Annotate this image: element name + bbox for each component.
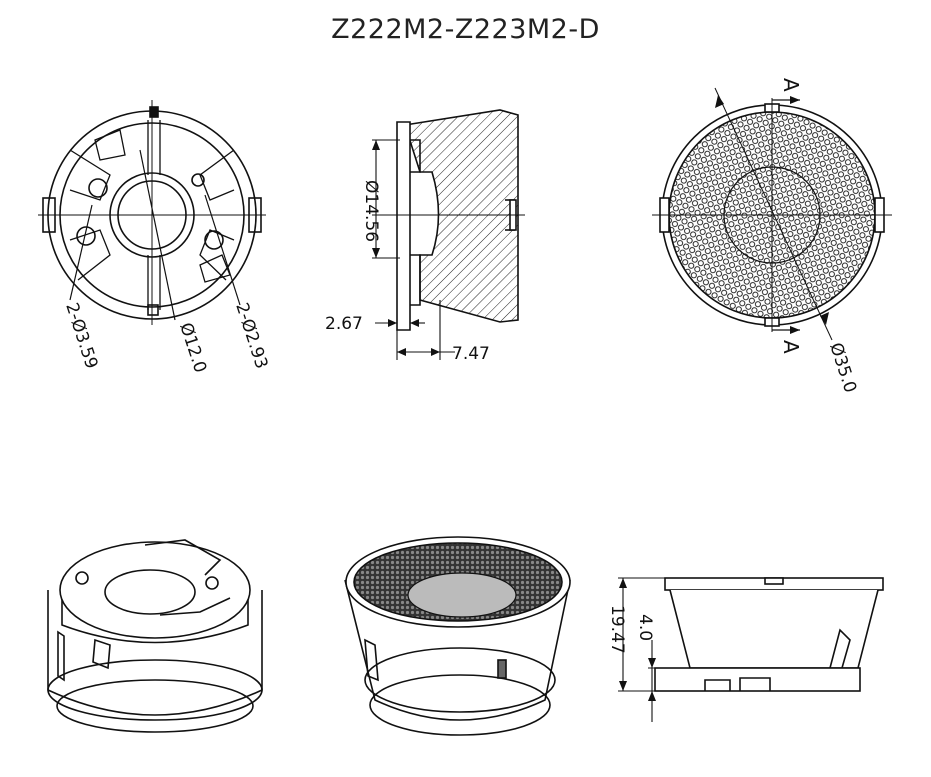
side-view-base (654, 667, 861, 692)
top-view-hole-3 (204, 230, 224, 250)
lens-face-centerlines (652, 87, 892, 341)
iso-back-rib-2 (159, 597, 231, 616)
section-view-step-bottom (410, 254, 421, 306)
dim-outer-diameter: Ø35.0 (825, 340, 860, 395)
side-view-clip (829, 628, 851, 669)
lens-face-view (652, 87, 892, 341)
dim-depth: 7.47 (452, 344, 490, 364)
dim-flange-thickness: 2.67 (325, 314, 363, 334)
top-view (38, 100, 266, 325)
section-mark-top: A (779, 78, 803, 92)
iso-back-center-bore (104, 569, 196, 615)
dim-total-height: 19.47 (607, 605, 627, 654)
side-view-arrows (619, 578, 656, 701)
side-view-top-notch (764, 577, 784, 585)
section-view (372, 109, 525, 360)
side-view-dimlines (618, 577, 665, 722)
section-view-flange (396, 121, 411, 331)
section-view-arrows (372, 140, 440, 356)
section-view-lens-body (403, 109, 519, 323)
iso-back-hole-1 (75, 571, 89, 585)
top-view-centerlines (38, 100, 266, 325)
iso-back-rib-1 (144, 539, 222, 576)
top-view-ribs (69, 120, 235, 310)
iso-front-side-slot (364, 638, 379, 682)
dim-center-bore: Ø12.0 (175, 320, 210, 375)
dim-holes-small: 2-Ø3.59 (61, 300, 101, 371)
dim-inner-diameter: Ø14.56 (361, 180, 381, 242)
iso-back-bottom-edge (56, 679, 254, 733)
iso-back-hole-2 (205, 576, 219, 590)
side-view-base-slot-2 (739, 677, 771, 691)
section-view-step-top (410, 139, 421, 173)
top-view-hole-1 (88, 178, 108, 198)
iso-front-grip-marks (497, 659, 507, 679)
top-view-hole-2 (76, 226, 96, 246)
iso-back-window (92, 638, 111, 670)
side-view-lens-body (669, 589, 879, 669)
iso-front-base-step (364, 647, 556, 713)
iso-front-base-ring (369, 674, 551, 736)
iso-back-side-slot (57, 630, 65, 682)
side-view (618, 577, 884, 722)
top-view-hole-4 (191, 173, 205, 187)
iso-back-upper-band (61, 590, 249, 644)
dim-holes-large: 2-Ø2.93 (231, 300, 271, 371)
side-view-base-slot-1 (704, 679, 731, 691)
iso-back-view (47, 539, 263, 733)
section-mark-bottom: A (779, 340, 803, 354)
iso-front-center-zone (407, 572, 517, 618)
top-view-leaders (69, 149, 241, 321)
iso-front-view (344, 536, 571, 736)
iso-back-bottom-rim (47, 659, 263, 721)
dim-base-height: 4.0 (635, 614, 655, 641)
top-view-notch-top (149, 106, 159, 118)
section-cut-arrows (715, 95, 829, 334)
drawing-title: Z222M2-Z223M2-D (331, 14, 600, 45)
